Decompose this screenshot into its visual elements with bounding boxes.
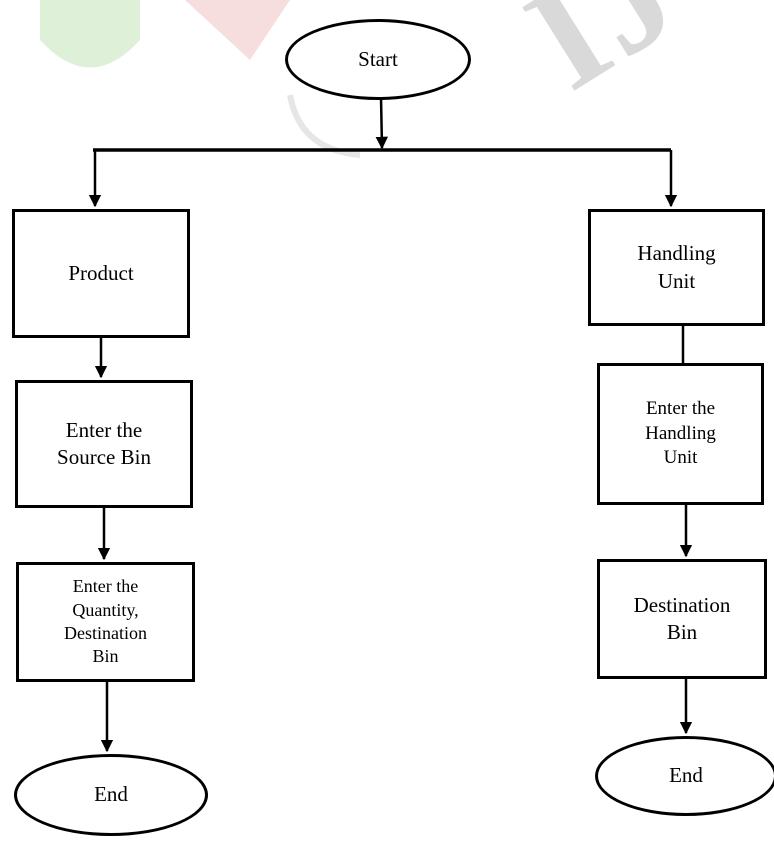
start-node: Start xyxy=(285,19,471,100)
destination-bin-node: Destination Bin xyxy=(597,559,767,679)
end-left-label: End xyxy=(94,782,128,807)
enter-source-bin-node: Enter the Source Bin xyxy=(15,380,193,508)
enter-quantity-destination-label: Enter the Quantity, Destination Bin xyxy=(64,576,147,667)
handling-unit-label: Handling Unit xyxy=(637,241,716,293)
end-right-label: End xyxy=(669,763,703,788)
end-node-left: End xyxy=(14,754,208,836)
enter-quantity-destination-node: Enter the Quantity, Destination Bin xyxy=(16,562,195,682)
enter-source-bin-label: Enter the Source Bin xyxy=(57,417,151,469)
start-label: Start xyxy=(358,46,398,71)
enter-handling-unit-label: Enter the Handling Unit xyxy=(645,397,716,469)
destination-bin-label: Destination Bin xyxy=(633,592,731,644)
product-node: Product xyxy=(12,209,190,338)
product-label: Product xyxy=(68,260,134,285)
handling-unit-node: Handling Unit xyxy=(588,209,765,326)
end-node-right: End xyxy=(595,736,774,816)
arrow-start-to-split xyxy=(375,96,389,150)
enter-handling-unit-node: Enter the Handling Unit xyxy=(597,363,764,505)
